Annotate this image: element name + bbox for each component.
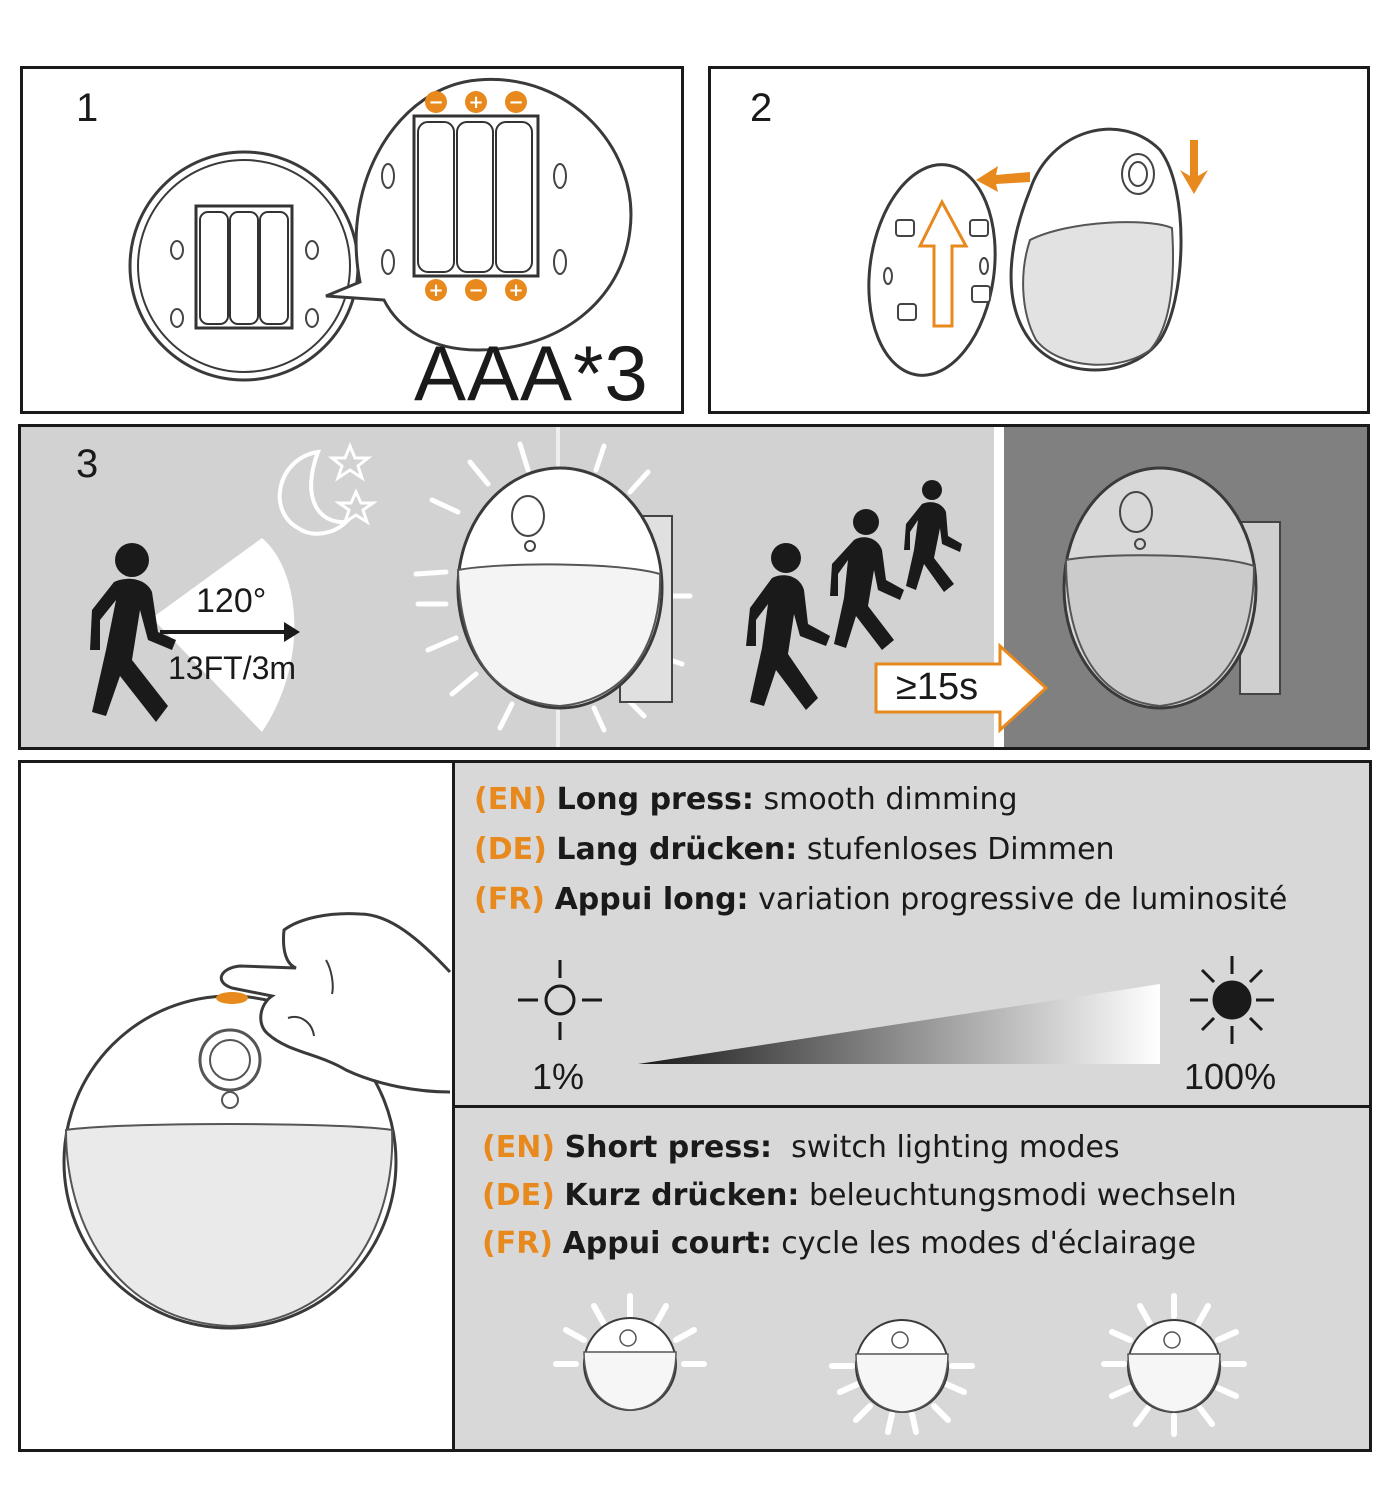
delay-label: ≥15s <box>896 666 979 708</box>
detection-angle-label: 120° <box>196 582 267 620</box>
dimming-min-label: 1% <box>532 1056 585 1097</box>
short-press-line-fr: (FR) Appui court: cycle les modes d'écla… <box>482 1226 1196 1261</box>
action-keyword: Lang drücken: <box>556 832 798 867</box>
detection-distance-label: 13FT/3m <box>168 650 297 686</box>
language-code: (DE) <box>474 832 547 867</box>
long-press-line-de: (DE) Lang drücken: stufenloses Dimmen <box>474 832 1115 867</box>
step2-number: 2 <box>750 86 773 130</box>
language-code: (DE) <box>482 1178 555 1213</box>
language-code: (FR) <box>474 882 546 917</box>
battery-type-label: AAA*3 <box>414 329 649 417</box>
language-code: (EN) <box>482 1130 556 1165</box>
action-keyword: Short press: <box>564 1130 773 1165</box>
step2-panel <box>708 66 1370 414</box>
short-press-line-en: (EN) Short press: switch lighting modes <box>482 1130 1120 1165</box>
action-description: switch lighting modes <box>781 1130 1120 1165</box>
step1-panel <box>20 66 684 414</box>
action-keyword: Long press: <box>556 782 754 817</box>
action-description: cycle les modes d'éclairage <box>781 1226 1197 1261</box>
action-description: stufenloses Dimmen <box>806 832 1115 867</box>
long-press-line-fr: (FR) Appui long: variation progressive d… <box>474 882 1287 917</box>
short-press-line-de: (DE) Kurz drücken: beleuchtungsmodi wech… <box>482 1178 1237 1213</box>
action-description: smooth dimming <box>763 782 1018 817</box>
action-keyword: Kurz drücken: <box>564 1178 800 1213</box>
action-keyword: Appui court: <box>562 1226 772 1261</box>
action-description: variation progressive de luminosité <box>758 882 1288 917</box>
step1-number: 1 <box>76 86 99 130</box>
action-keyword: Appui long: <box>554 882 749 917</box>
action-description: beleuchtungsmodi wechseln <box>808 1178 1237 1213</box>
step3-number: 3 <box>76 442 99 486</box>
step3-divider-light <box>556 427 560 747</box>
long-press-line-en: (EN) Long press: smooth dimming <box>474 782 1018 817</box>
language-code: (FR) <box>482 1226 554 1261</box>
step3-dark-section <box>1004 427 1367 747</box>
language-code: (EN) <box>474 782 548 817</box>
step3-divider <box>994 427 1004 747</box>
dimming-max-label: 100% <box>1184 1056 1277 1097</box>
